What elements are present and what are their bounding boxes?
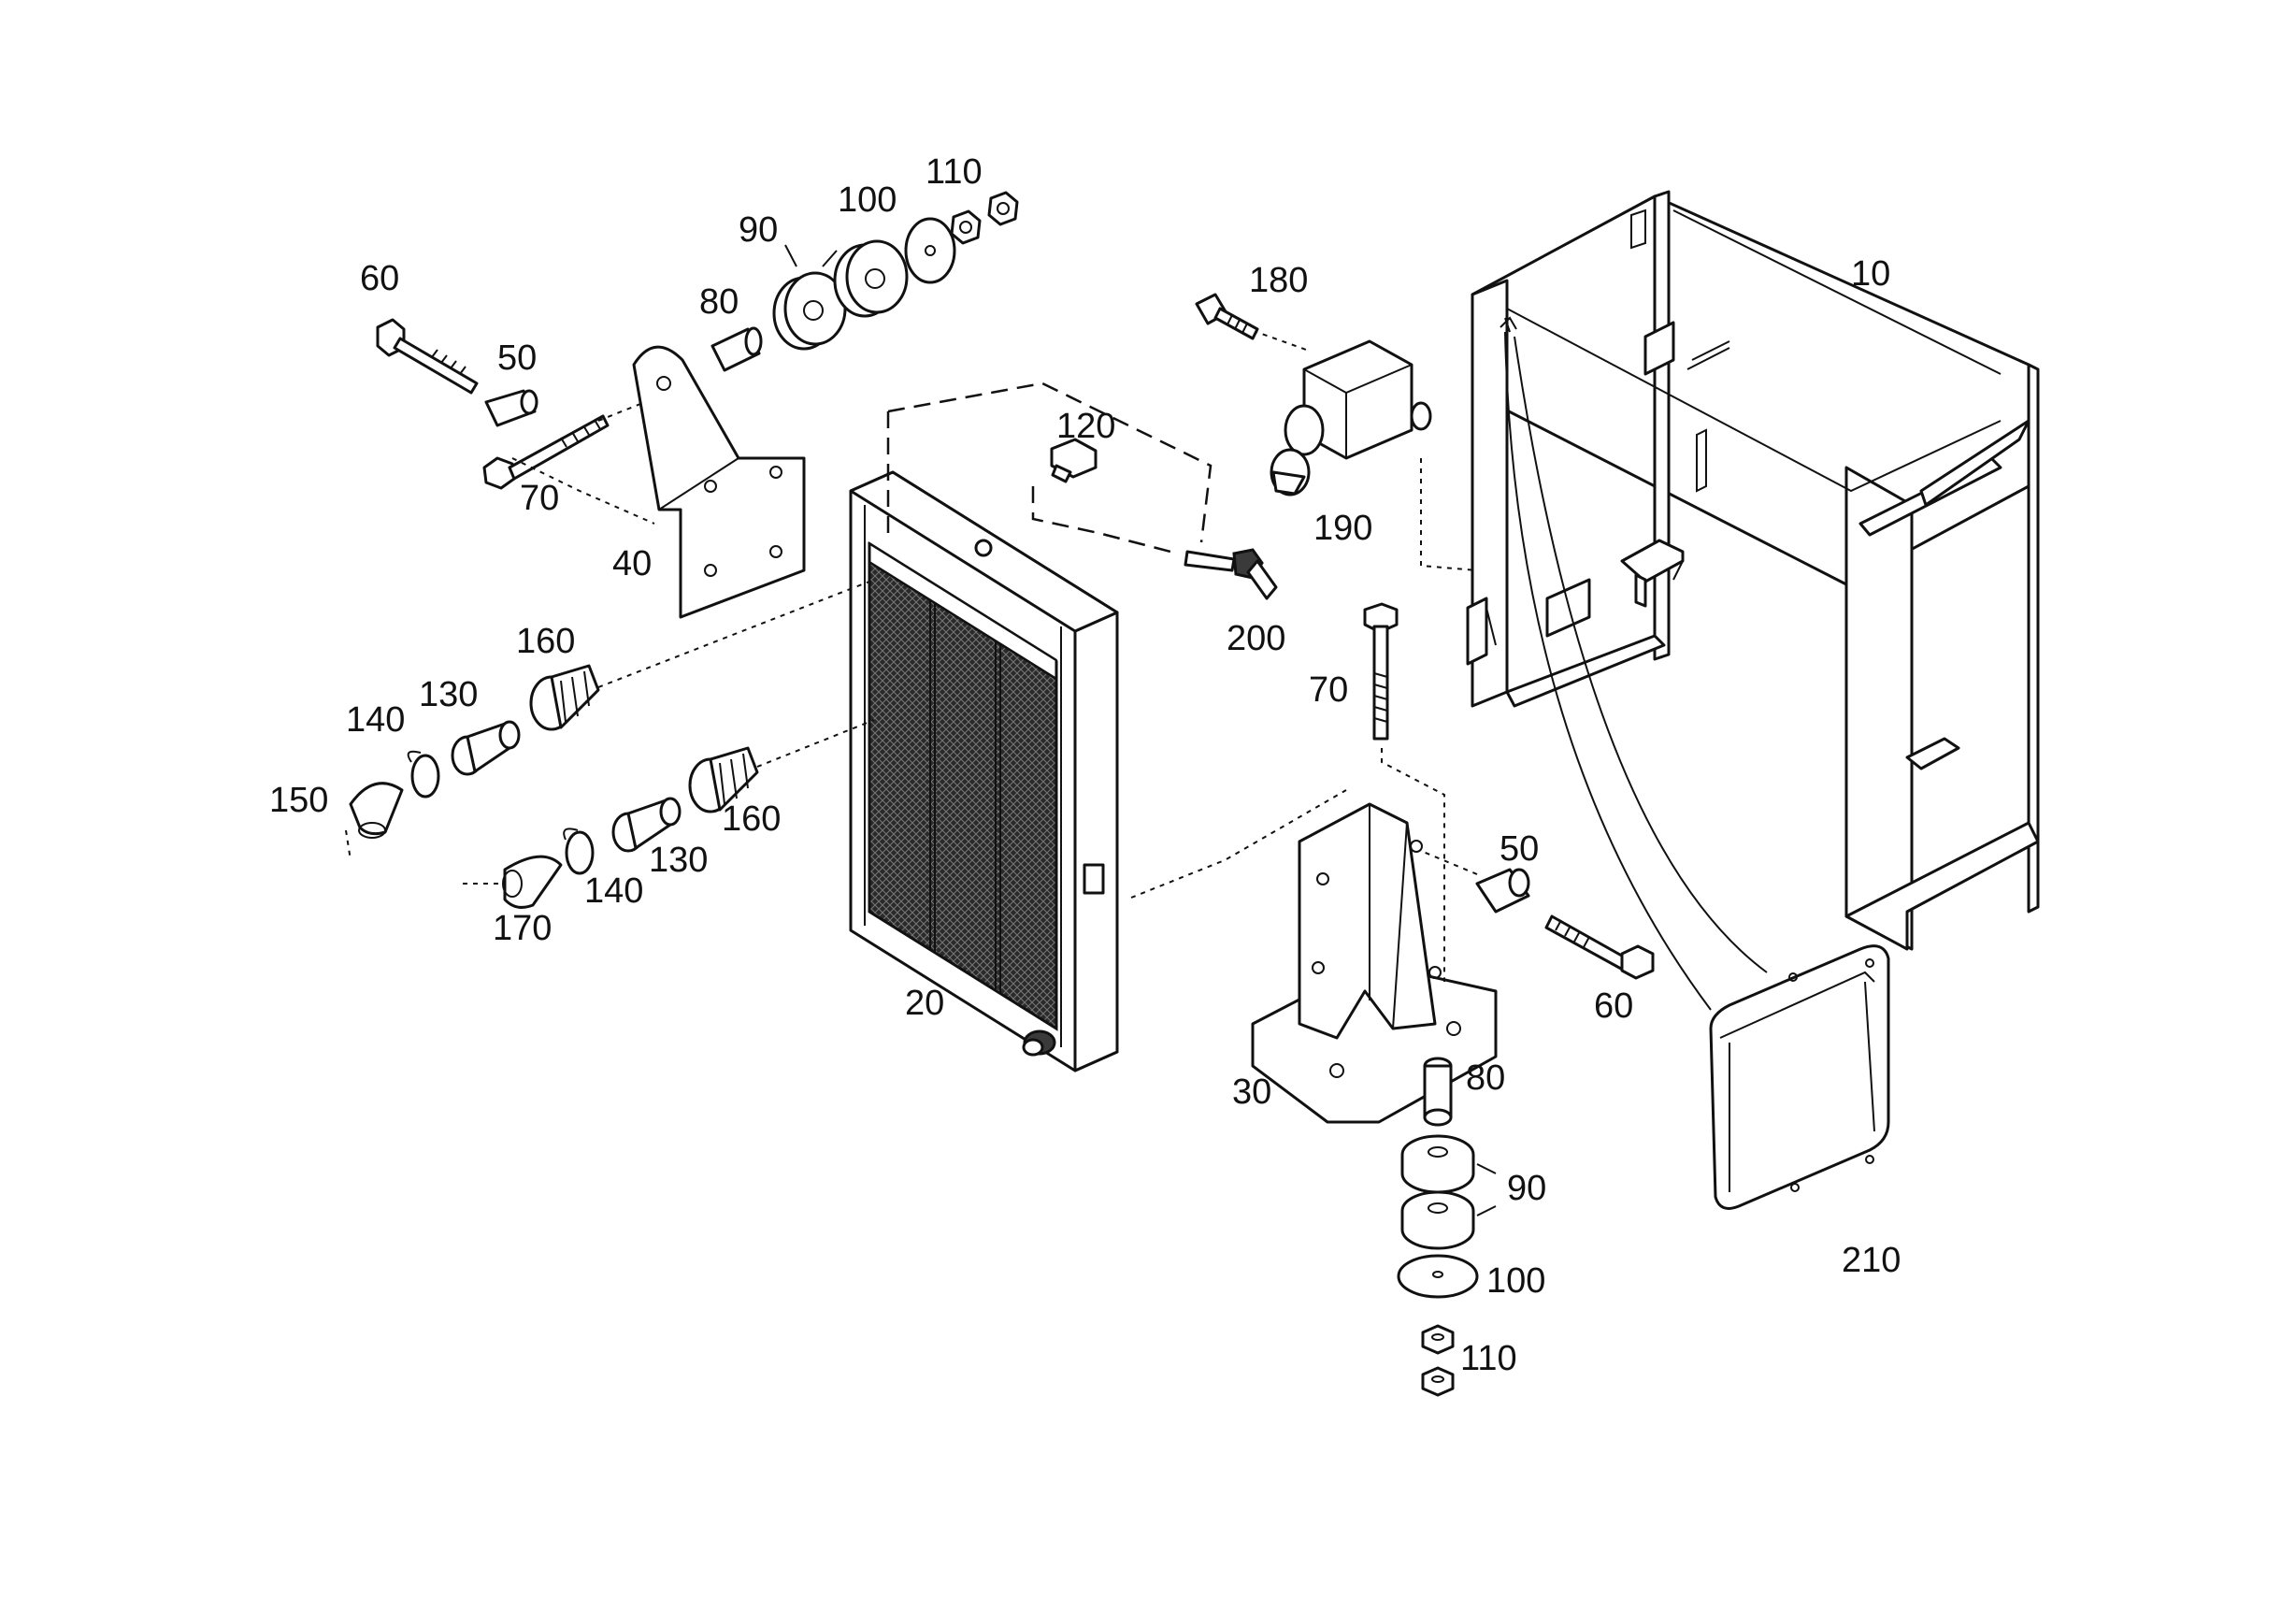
- callout-60-upper: 60: [360, 259, 399, 298]
- callout-100-lower: 100: [1486, 1261, 1545, 1301]
- nipple-130-upper: [451, 720, 521, 776]
- rubber-mount-90-lower-b: [1400, 1190, 1475, 1250]
- spacer-80-lower: [1423, 1057, 1453, 1127]
- spacer-50-upper: [484, 389, 538, 427]
- callout-190: 190: [1313, 509, 1372, 548]
- hose-clamp-140-lower: [563, 828, 595, 875]
- nut-110-lower: [1421, 1324, 1455, 1397]
- callout-20: 20: [905, 984, 944, 1023]
- callout-160-lower: 160: [722, 799, 781, 839]
- callout-160-upper: 160: [516, 622, 575, 661]
- washer-100-upper: [904, 217, 956, 284]
- callout-140-lower: 140: [584, 871, 643, 911]
- screw-180: [1195, 293, 1259, 340]
- spacer-50-lower: [1475, 868, 1530, 914]
- callout-10: 10: [1851, 254, 1890, 294]
- solenoid-valve-190: [1270, 339, 1432, 497]
- callout-70-lower: 70: [1309, 670, 1348, 710]
- bolt-60-lower: [1544, 914, 1655, 980]
- washer-100-lower: [1397, 1254, 1479, 1299]
- bolt-60-upper: [376, 318, 479, 395]
- elbow-hose-150: [349, 782, 404, 839]
- callout-120: 120: [1056, 407, 1115, 446]
- mounting-bracket-40: [632, 345, 806, 619]
- callout-170: 170: [493, 909, 552, 948]
- callout-200: 200: [1227, 619, 1285, 658]
- callout-50-lower: 50: [1500, 829, 1539, 869]
- callout-110-upper: 110: [926, 152, 983, 192]
- callout-80-upper: 80: [699, 282, 739, 322]
- callout-70-upper: 70: [520, 479, 559, 518]
- adapter-160-lower: [688, 746, 759, 813]
- callout-80-lower: 80: [1466, 1058, 1505, 1098]
- callout-60-lower: 60: [1594, 986, 1633, 1026]
- rubber-mount-90-upper-a: [772, 271, 847, 351]
- rubber-mount-90-upper-b: [833, 239, 909, 318]
- callout-140-upper: 140: [346, 700, 405, 740]
- bolt-70-upper: [482, 414, 610, 490]
- bolt-70-lower: [1363, 602, 1399, 741]
- callout-130-lower: 130: [649, 841, 708, 880]
- radiator-frame-10: [1466, 190, 2040, 951]
- elbow-hose-170: [502, 855, 563, 909]
- callout-210: 210: [1842, 1241, 1901, 1280]
- radiator-core-20: [849, 470, 1119, 1072]
- callout-50-upper: 50: [497, 338, 537, 378]
- callout-40: 40: [612, 544, 652, 583]
- mounting-bracket-30: [1251, 802, 1498, 1124]
- hose-clamp-140-upper: [407, 750, 440, 799]
- callout-30: 30: [1232, 1072, 1271, 1112]
- callout-150: 150: [269, 781, 328, 820]
- nipple-130-lower: [611, 797, 682, 853]
- junction-box-210: [1709, 944, 1890, 1210]
- temperature-sensor-200: [1184, 548, 1278, 600]
- fitting-120: [1050, 438, 1098, 483]
- callout-110-lower: 110: [1460, 1339, 1517, 1378]
- rubber-mount-90-lower-a: [1400, 1134, 1475, 1194]
- callout-90-upper: 90: [739, 210, 778, 250]
- callout-130-upper: 130: [419, 675, 478, 714]
- adapter-160-upper: [529, 664, 600, 731]
- callout-100-upper: 100: [838, 180, 897, 220]
- nut-110-upper: [950, 191, 1019, 245]
- callout-90-lower: 90: [1507, 1169, 1546, 1208]
- callout-180: 180: [1249, 261, 1308, 300]
- spacer-80-upper: [710, 326, 763, 372]
